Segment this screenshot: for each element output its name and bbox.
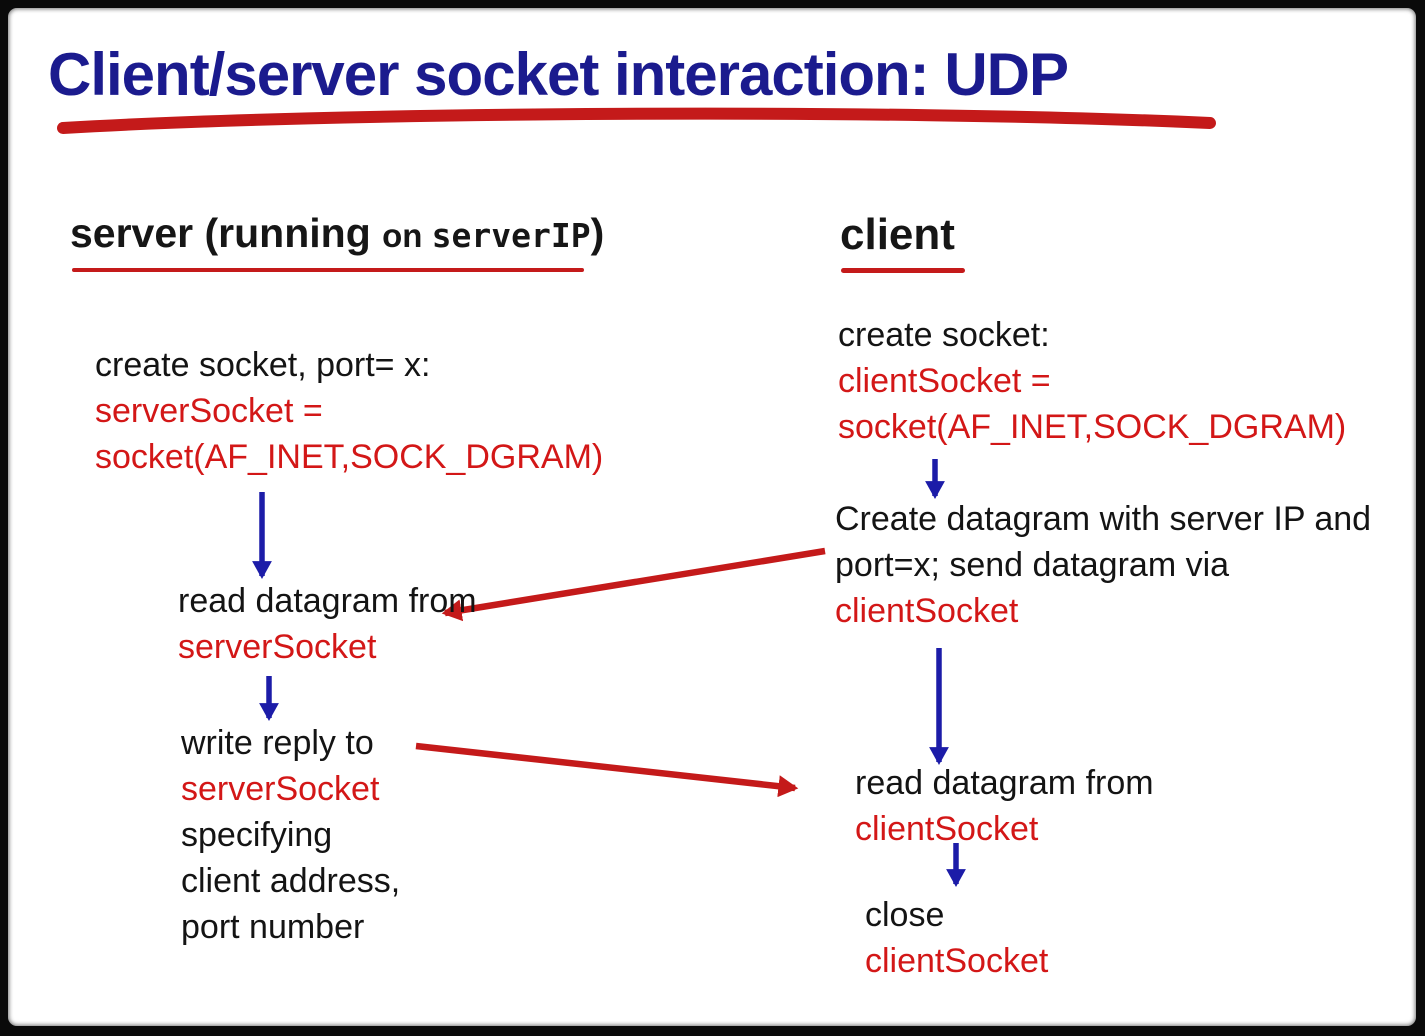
- datagram-request-arrow: [441, 547, 826, 622]
- client-heading-underline: [841, 268, 965, 273]
- server-heading-host: serverIP: [431, 216, 591, 255]
- server-step3-code: serverSocket: [181, 770, 380, 808]
- client-step1-code-1: clientSocket =: [838, 362, 1051, 400]
- client-step3-code: clientSocket: [855, 810, 1039, 848]
- slide-background: Client/server socket interaction: UDP: [8, 8, 1416, 1026]
- server-heading-underline: [72, 268, 584, 272]
- client-step3-text: read datagram from: [855, 764, 1154, 802]
- server-step1-code-1: serverSocket =: [95, 392, 323, 430]
- client-step2-code: clientSocket: [835, 592, 1019, 630]
- server-heading-paren: (running: [193, 210, 383, 256]
- server-heading-on: on: [382, 217, 432, 254]
- client-step4-text: close: [865, 896, 945, 934]
- client-step1-text: create socket:: [838, 316, 1050, 354]
- server-step2-block: read datagram from serverSocket: [178, 578, 477, 670]
- client-step2-block: Create datagram with server IP and port=…: [835, 496, 1371, 634]
- client-step1-code-2: socket(AF_INET,SOCK_DGRAM): [838, 408, 1347, 446]
- client-step4-code: clientSocket: [865, 942, 1049, 980]
- server-step2-code: serverSocket: [178, 628, 377, 666]
- client-heading: client: [840, 210, 955, 260]
- server-heading: server (running on serverIP): [70, 210, 604, 257]
- server-step3-text-3: client address,: [181, 862, 401, 900]
- client-heading-label: client: [840, 210, 955, 259]
- server-step1-code-2: socket(AF_INET,SOCK_DGRAM): [95, 438, 604, 476]
- datagram-reply-arrow: [415, 742, 799, 798]
- title-underline-swoosh: [57, 107, 1216, 134]
- server-heading-close: ): [590, 210, 605, 256]
- server-step3-text-2: specifying: [181, 816, 333, 854]
- client-step4-block: close clientSocket: [865, 892, 1048, 984]
- server-heading-label: server: [70, 210, 194, 256]
- client-step2-text-2: port=x; send datagram via: [835, 546, 1230, 584]
- server-step3-text-4: port number: [181, 908, 365, 946]
- server-step1-block: create socket, port= x: serverSocket = s…: [95, 342, 603, 480]
- server-step1-text: create socket, port= x:: [95, 346, 431, 384]
- client-step3-block: read datagram from clientSocket: [855, 760, 1154, 852]
- server-step3-text-1: write reply to: [181, 724, 374, 762]
- client-step2-text-1: Create datagram with server IP and: [835, 500, 1372, 538]
- server-step3-block: write reply to serverSocket specifying c…: [181, 720, 400, 950]
- client-step1-block: create socket: clientSocket = socket(AF_…: [838, 312, 1346, 450]
- slide-title: Client/server socket interaction: UDP: [48, 41, 1069, 108]
- server-step2-text: read datagram from: [178, 582, 477, 620]
